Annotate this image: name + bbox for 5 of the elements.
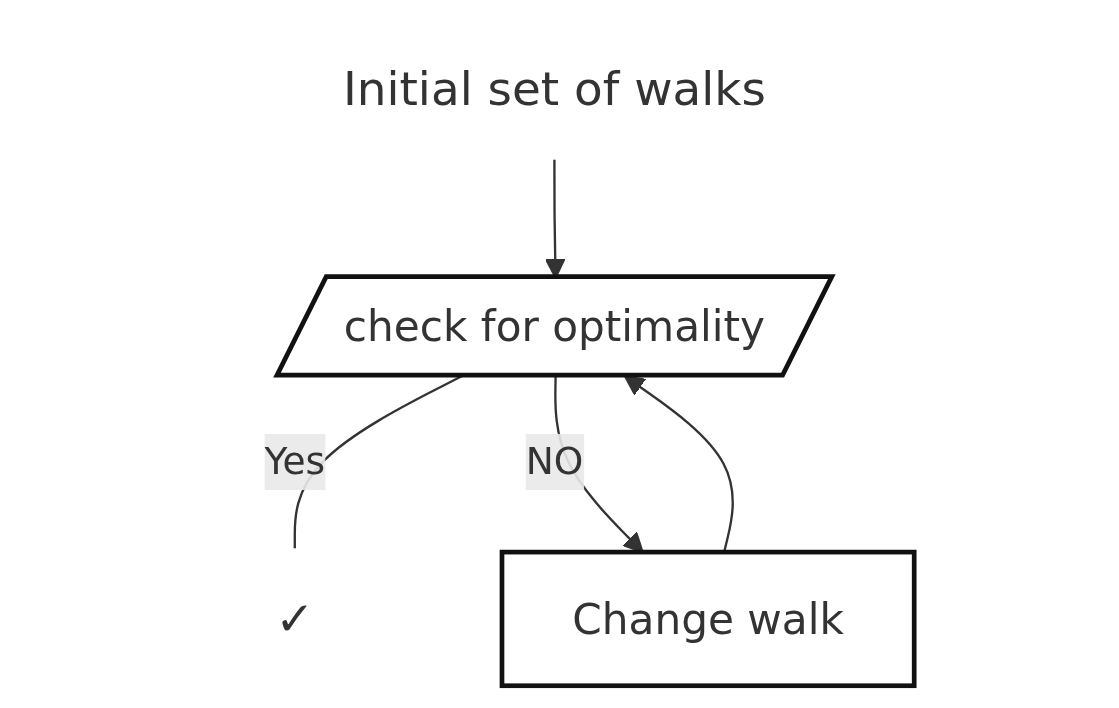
edge-label: Yes — [264, 438, 326, 483]
node-text: ✓ — [275, 590, 315, 648]
node-box: Change walk — [499, 549, 917, 689]
node-text: Initial set of walks — [342, 60, 766, 118]
edge-label: NO — [525, 438, 584, 483]
